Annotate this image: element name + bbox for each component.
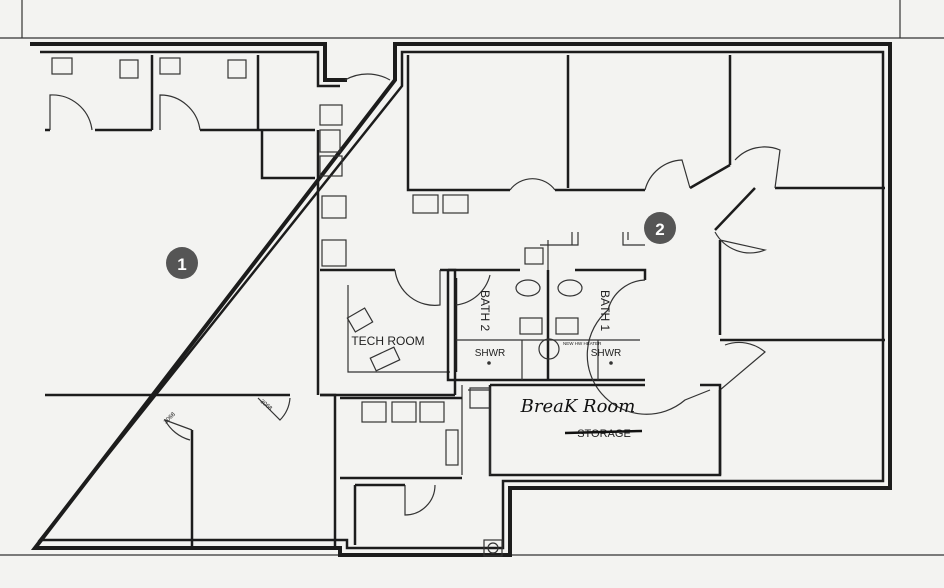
offices-right [406, 55, 885, 475]
bath-2-label: BATH 2 [478, 290, 492, 331]
bath-1-label: BATH 1 [598, 290, 612, 331]
toilet-icon [227, 59, 247, 79]
room-marker-1: 1 [166, 247, 198, 279]
toilet-icon [119, 59, 139, 79]
restrooms-left [45, 55, 315, 180]
tech-room-label: TECH ROOM [351, 334, 424, 348]
shower-label: SHWR [591, 348, 622, 359]
toilet-icon [557, 279, 583, 297]
shower-label: SHWR [475, 348, 506, 359]
break-room-label: BreaK Room [520, 396, 636, 417]
exterior-walls [30, 42, 892, 557]
storage-label-struck: STORAGE [577, 428, 631, 440]
toilet-icon [51, 57, 73, 75]
tech-room-walls [320, 268, 457, 397]
room-marker-2: 2 [644, 212, 676, 244]
toilet-icon [515, 279, 541, 297]
svg-text:2: 2 [655, 220, 664, 239]
break-room-walls [340, 383, 722, 557]
sink-icon [555, 317, 579, 335]
water-heater-icon [538, 338, 560, 360]
baths [446, 232, 711, 415]
toilet-icon [159, 57, 181, 75]
sink-icon [519, 317, 543, 335]
water-heater-label: NEW HW HEATER [563, 341, 602, 346]
svg-text:1: 1 [177, 255, 186, 274]
